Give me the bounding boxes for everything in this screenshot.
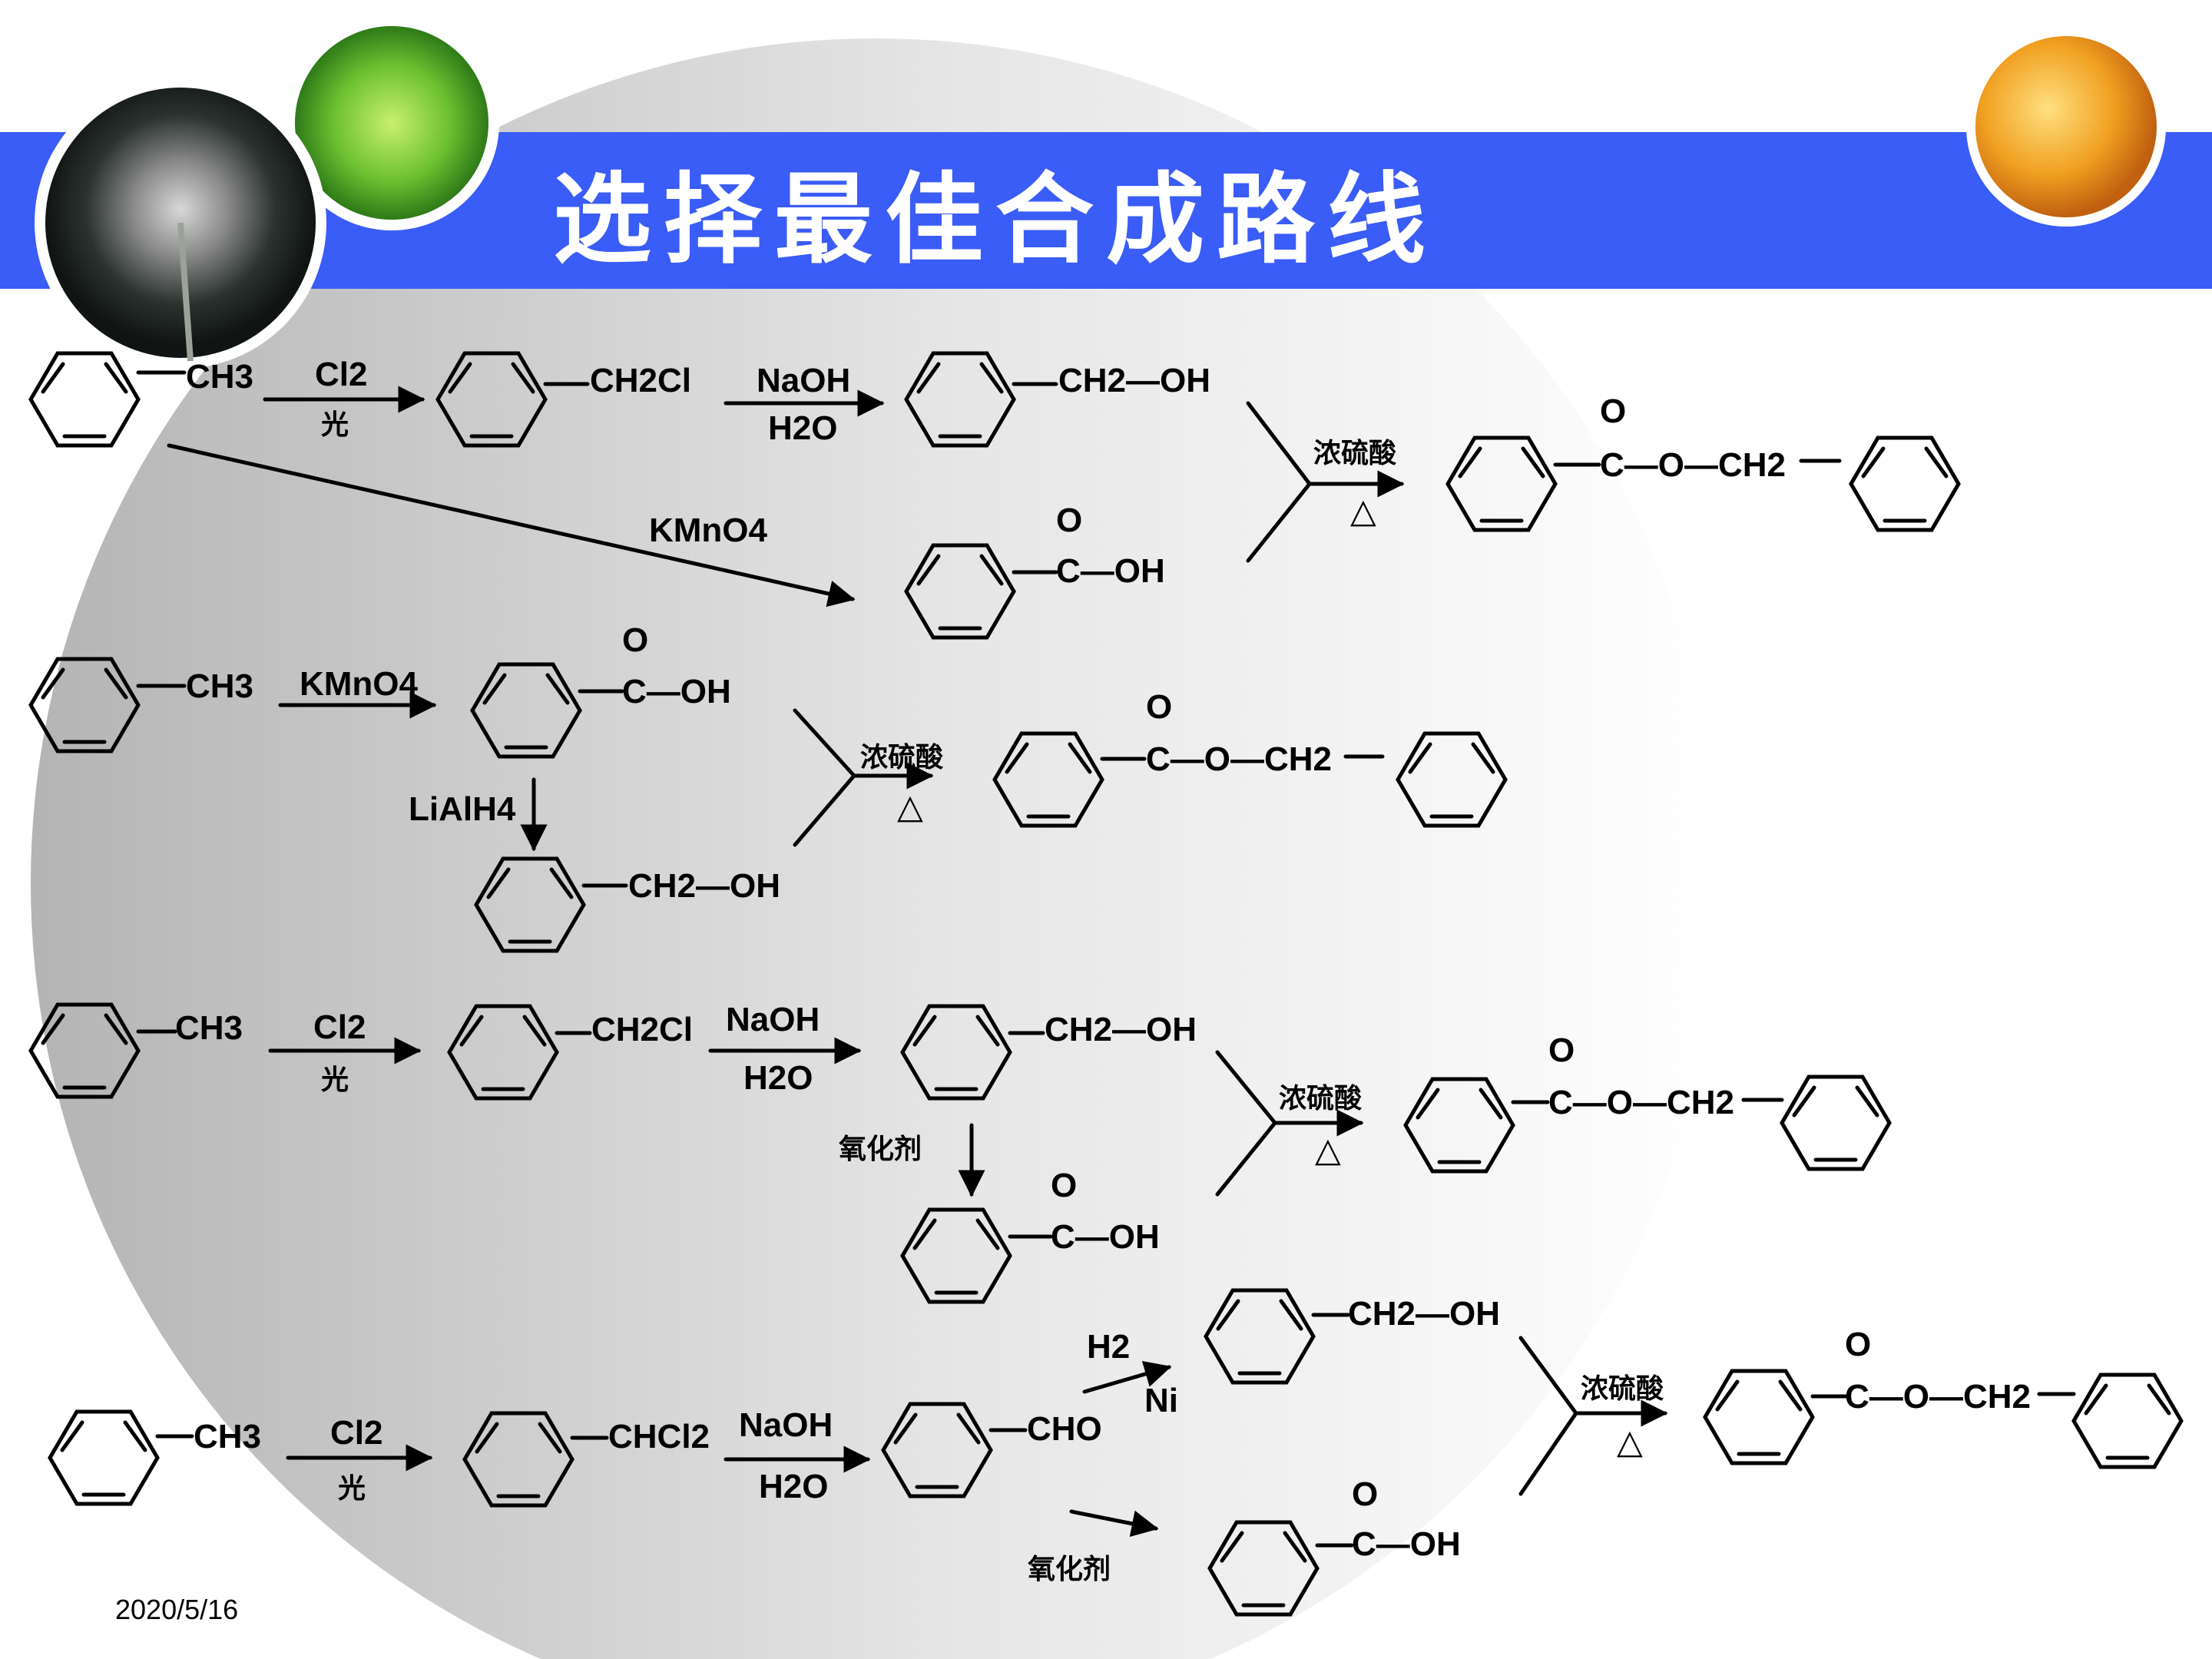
ni-catalyst: Ni: [1144, 1382, 1178, 1419]
h2o-reagent: H2O: [759, 1468, 828, 1505]
cl2-reagent: Cl2: [313, 1008, 366, 1046]
benzaldehyde-label: CHO: [1027, 1410, 1102, 1448]
conc-h2so4-condition: 浓硫酸: [1313, 438, 1396, 469]
toluene-label: CH3: [175, 1009, 243, 1047]
heat-condition: △: [1617, 1423, 1643, 1461]
slide-date: 2020/5/16: [115, 1594, 238, 1625]
ester-o: O: [1845, 1326, 1871, 1363]
ester-label: C—O—CH2: [1146, 740, 1332, 778]
conc-h2so4-condition: 浓硫酸: [1581, 1373, 1664, 1405]
tulip-photo: [1975, 36, 2157, 217]
toluene-label: CH3: [194, 1418, 261, 1455]
h2o-reagent: H2O: [743, 1059, 813, 1097]
benzoic-acid-o: O: [1352, 1475, 1378, 1513]
benzyl-chloride-label: CH2Cl: [591, 1011, 693, 1048]
naoh-reagent: NaOH: [739, 1406, 833, 1444]
ester-label: C—O—CH2: [1845, 1378, 2031, 1416]
benzyl-alcohol-label: CH2—OH: [628, 867, 780, 905]
ester-o: O: [1548, 1031, 1575, 1069]
naoh-reagent: NaOH: [726, 1001, 820, 1038]
light-condition: 光: [321, 409, 349, 441]
benzoic-acid-o: O: [1051, 1167, 1077, 1204]
benzoic-acid-label: C—OH: [1352, 1525, 1461, 1563]
benzal-chloride-label: CHCl2: [608, 1418, 710, 1455]
h2o-reagent: H2O: [768, 409, 837, 447]
decorative-gray-circle: [31, 38, 1720, 1659]
leaf-photo: [295, 26, 488, 220]
conc-h2so4-condition: 浓硫酸: [1279, 1083, 1362, 1114]
ester-o: O: [1600, 392, 1626, 430]
benzoic-acid-o: O: [1056, 502, 1082, 539]
kmno4-reagent: KMnO4: [300, 665, 419, 703]
ester-o: O: [1146, 688, 1172, 726]
benzyl-alcohol-label: CH2—OH: [1058, 362, 1210, 399]
heat-condition: △: [1350, 492, 1376, 530]
route-3: CH3 Cl2 光 CH2Cl NaOH H2O CH2—OH 氧化剂 O C—…: [31, 1001, 1889, 1302]
light-condition: 光: [321, 1065, 349, 1096]
route-4: CH3 Cl2 光 CHCl2 NaOH H2O CHO H2 Ni 氧化剂 C…: [50, 1290, 2181, 1614]
arrow-oxidation: [1069, 1509, 1159, 1537]
ester-label: C—O—CH2: [1548, 1084, 1734, 1121]
route-1: CH3 Cl2 光 CH2Cl NaOH H2O CH2—OH KMnO4 O …: [31, 353, 1959, 637]
benzyl-alcohol-label: CH2—OH: [1045, 1011, 1197, 1048]
benzoic-acid-label: C—OH: [1056, 552, 1165, 590]
conc-h2so4-condition: 浓硫酸: [860, 742, 943, 773]
benzoic-acid-o: O: [622, 621, 648, 659]
oxidant-reagent: 氧化剂: [839, 1134, 922, 1165]
cl2-reagent: Cl2: [315, 356, 367, 393]
oxidant-reagent: 氧化剂: [1028, 1554, 1111, 1585]
benzyl-chloride-label: CH2Cl: [590, 362, 691, 399]
arrow-oxidation-kmno4: [167, 443, 856, 608]
cl2-reagent: Cl2: [330, 1414, 382, 1452]
benzoic-acid-label: C—OH: [1051, 1218, 1160, 1256]
benzoic-acid-label: C—OH: [622, 673, 731, 710]
naoh-reagent: NaOH: [757, 362, 850, 399]
route-2: CH3 KMnO4 O C—OH LiAlH4 CH2—OH 浓硫酸 △ O C…: [31, 621, 1505, 951]
light-condition: 光: [338, 1473, 366, 1505]
ester-label: C—O—CH2: [1600, 446, 1786, 484]
benzyl-alcohol-label: CH2—OH: [1348, 1295, 1500, 1333]
heat-condition: △: [897, 788, 923, 826]
toluene-label: CH3: [186, 667, 253, 705]
dandelion-stem-icon: [177, 222, 194, 362]
lialh4-reagent: LiAlH4: [409, 790, 516, 828]
kmno4-reagent: KMnO4: [649, 512, 768, 549]
page-title: 选择最佳合成路线: [553, 163, 1438, 277]
arrow-hydrogenation: [1082, 1360, 1172, 1394]
h2-reagent: H2: [1087, 1328, 1130, 1366]
toluene-label: CH3: [186, 358, 253, 396]
heat-condition: △: [1315, 1131, 1341, 1169]
